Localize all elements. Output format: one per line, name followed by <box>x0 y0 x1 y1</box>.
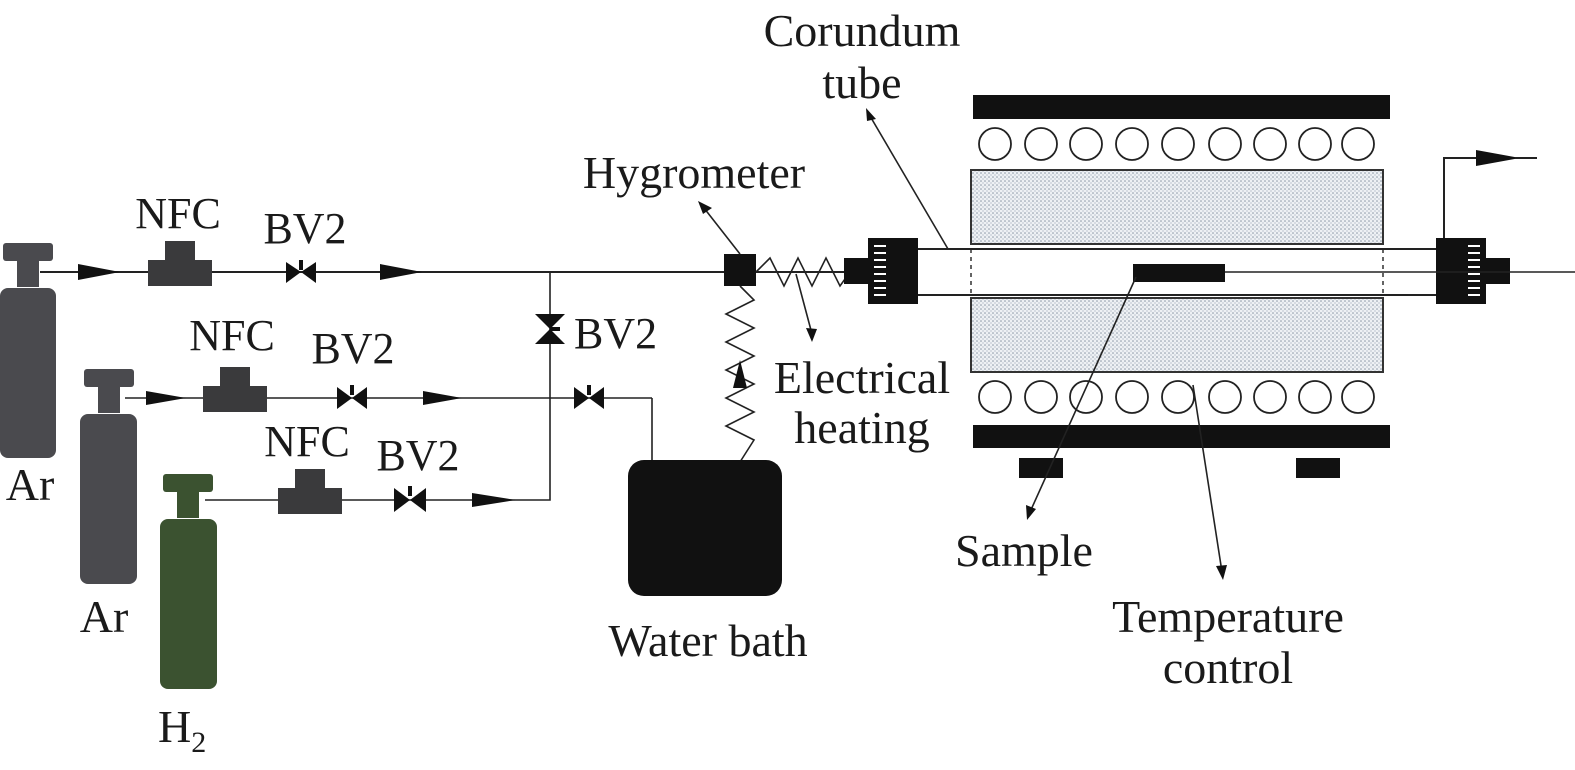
temperature-label: Temperature <box>1112 591 1344 642</box>
corundum-label: Corundum <box>764 5 961 56</box>
furnace-foot-right <box>1296 458 1340 478</box>
bv2-water-valve-icon <box>574 385 604 409</box>
nfc-mid-label: NFC <box>189 311 275 360</box>
tube-label: tube <box>822 57 901 108</box>
nfc-bot-icon <box>278 469 342 514</box>
heating-label: heating <box>794 402 929 453</box>
bv2-mid-label: BV2 <box>311 324 394 373</box>
ar-cylinder-1 <box>0 243 56 458</box>
ar-label-1: Ar <box>6 459 55 510</box>
bv2-bot-valve-icon <box>394 486 426 512</box>
sample-label: Sample <box>955 525 1093 576</box>
nfc-mid-icon <box>203 367 267 412</box>
nfc-top-icon <box>148 241 212 286</box>
temperature-control-leader <box>1192 384 1223 573</box>
left-flange <box>844 238 918 304</box>
bv2-bot-label: BV2 <box>376 431 459 480</box>
ar-cylinder-2 <box>80 369 137 584</box>
h2-label: H2 <box>158 701 206 759</box>
bv2-mid-valve-icon <box>337 385 367 409</box>
water-bath <box>628 460 782 596</box>
furnace-bottom-plate <box>973 425 1390 448</box>
flow-arrow <box>146 391 186 405</box>
vapor-up-arrow <box>733 360 747 388</box>
sample-boat <box>1133 264 1225 282</box>
control-label: control <box>1163 642 1293 693</box>
right-flange <box>1436 238 1510 304</box>
nfc-bot-label: NFC <box>264 417 350 466</box>
flow-arrows <box>78 264 516 507</box>
furnace-top-plate <box>973 95 1390 119</box>
bv2-top-valve-icon <box>286 260 316 283</box>
electrical-label: Electrical <box>774 352 950 403</box>
heating-coils-top <box>978 127 1375 161</box>
heating-coils-bottom <box>978 380 1375 414</box>
furnace-foot-left <box>1019 458 1063 478</box>
flow-arrow <box>472 493 516 507</box>
hygrometer-label: Hygrometer <box>583 147 805 198</box>
corundum-tube-leader <box>869 115 949 250</box>
bv2-vertical-label: BV2 <box>574 309 657 358</box>
heating-leader <box>795 273 813 335</box>
bv2-vertical-valve-icon <box>535 314 565 344</box>
bv2-top-label: BV2 <box>263 204 346 253</box>
water-bath-label: Water bath <box>608 615 807 666</box>
nfc-top-label: NFC <box>135 189 221 238</box>
furnace-insulation-top <box>970 169 1384 245</box>
flow-arrow <box>78 264 120 280</box>
hygrometer-sensor <box>724 254 756 286</box>
gas-outlet-line <box>1443 157 1480 238</box>
flow-arrow <box>380 264 422 280</box>
outlet-arrow <box>1476 150 1520 166</box>
flow-arrow <box>423 391 462 405</box>
h2-cylinder <box>160 474 217 689</box>
heating-coil-horizontal <box>755 256 851 288</box>
sample-leader <box>1029 276 1137 513</box>
ar-label-2: Ar <box>80 591 129 642</box>
heating-coil-vertical <box>724 285 756 463</box>
furnace-insulation-bottom <box>970 297 1384 373</box>
hygrometer-leader <box>703 207 741 255</box>
